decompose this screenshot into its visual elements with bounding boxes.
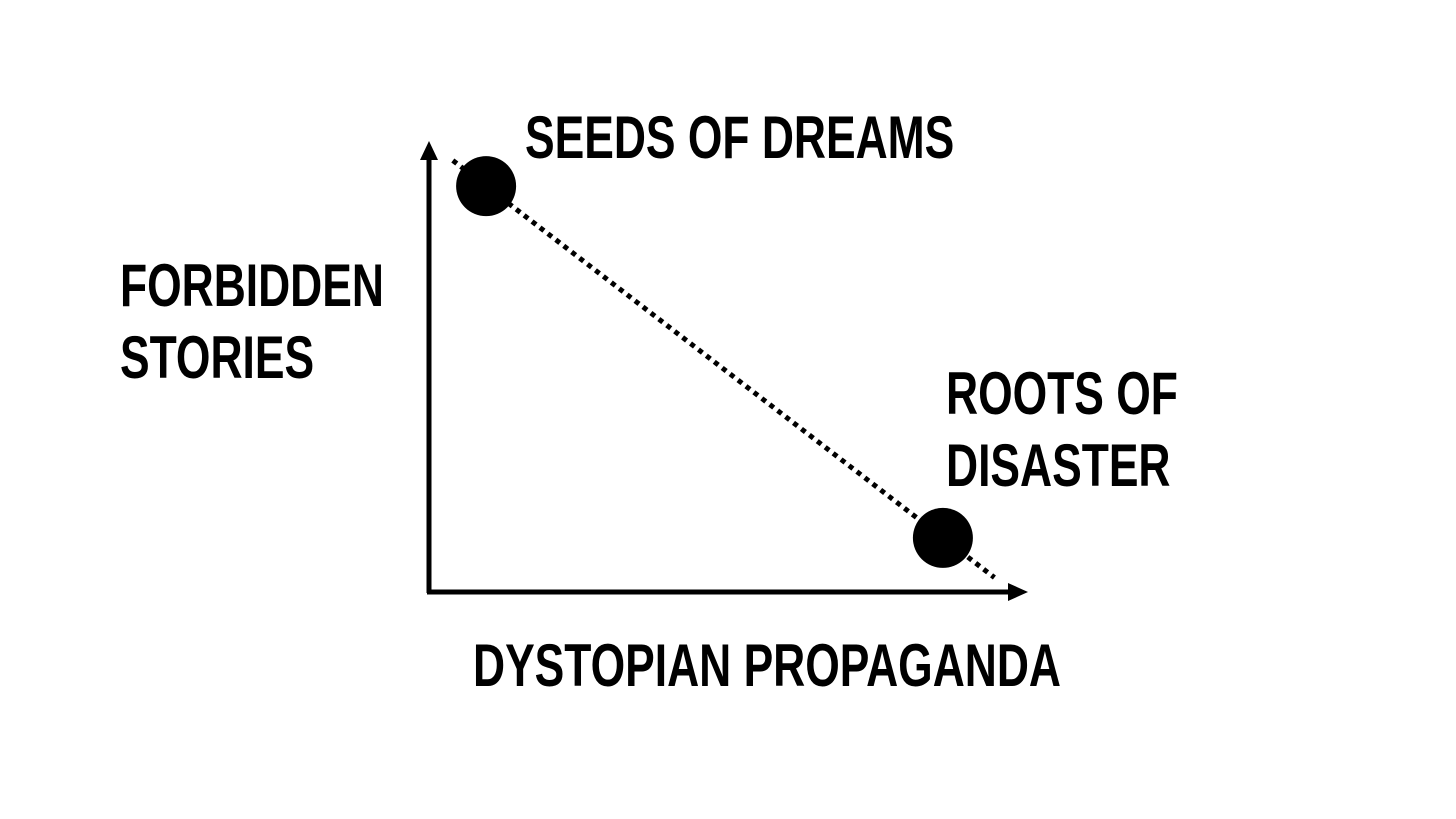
point-label-line: DISASTER — [946, 432, 1171, 499]
x-axis-label: DYSTOPIAN PROPAGANDA — [473, 632, 1061, 699]
point-label-line: ROOTS OF — [946, 360, 1178, 427]
point-label-roots-of-disaster: ROOTS OF DISASTER — [946, 358, 1178, 502]
y-axis-label-line: STORIES — [120, 324, 315, 391]
y-axis-arrowhead — [420, 141, 438, 160]
data-point-1 — [912, 507, 973, 568]
x-axis-arrowhead — [1008, 583, 1028, 601]
trend-line — [451, 158, 996, 580]
point-label-line: SEEDS OF DREAMS — [525, 104, 955, 171]
y-axis-label: FORBIDDEN STORIES — [120, 250, 384, 394]
point-label-seeds-of-dreams: SEEDS OF DREAMS — [525, 102, 954, 174]
y-axis-label-line: FORBIDDEN — [120, 252, 384, 319]
data-point-0 — [456, 156, 517, 217]
